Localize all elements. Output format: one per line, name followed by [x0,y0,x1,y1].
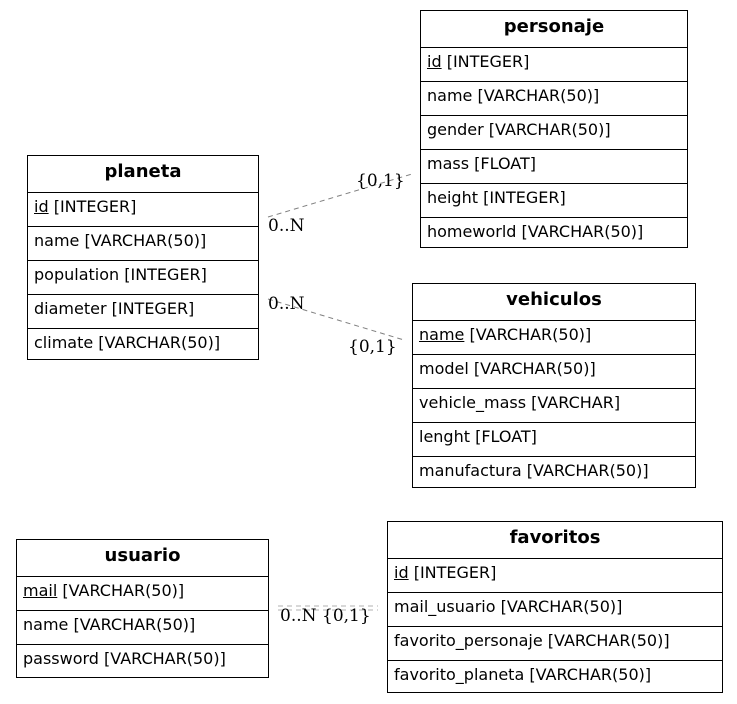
field-type: [VARCHAR(50)] [464,325,592,344]
field-row: lenght [FLOAT] [413,423,695,457]
field-type: [INTEGER] [441,52,530,71]
entity-vehiculos[interactable]: vehiculos name [VARCHAR(50)] model [VARC… [412,283,696,488]
cardinality-label: {0,1} [348,337,397,357]
primary-key: id [427,52,442,71]
field-row: mail [VARCHAR(50)] [17,577,268,611]
field-row: homeworld [VARCHAR(50)] [427,222,644,241]
entity-title: planeta [28,156,258,193]
field-row: id [INTEGER] [28,193,258,227]
field-row: name [VARCHAR(50)] [17,611,268,645]
field-row: vehicle_mass [VARCHAR] [413,389,695,423]
primary-key: name [419,325,465,344]
entity-personaje[interactable]: personaje id [INTEGER] name [VARCHAR(50)… [420,10,688,248]
field-row: id [INTEGER] [421,48,687,82]
field-row: manufactura [VARCHAR(50)] [419,461,649,480]
field-row: name [VARCHAR(50)] [421,82,687,116]
field-type: [INTEGER] [408,563,497,582]
field-row: diameter [INTEGER] [28,295,258,329]
entity-usuario[interactable]: usuario mail [VARCHAR(50)] name [VARCHAR… [16,539,269,678]
primary-key: mail [23,581,58,600]
relation-line-planeta-vehiculos [267,298,405,341]
field-row: model [VARCHAR(50)] [413,355,695,389]
relation-line-planeta-personaje [267,173,413,218]
entity-title: personaje [421,11,687,48]
cardinality-label: 0..N [280,606,317,626]
field-row: gender [VARCHAR(50)] [421,116,687,150]
cardinality-label: {0,1} [356,171,405,191]
entity-favoritos[interactable]: favoritos id [INTEGER] mail_usuario [VAR… [387,521,723,693]
cardinality-label: 0..N [268,216,305,236]
field-row: favorito_planeta [VARCHAR(50)] [394,665,652,684]
field-row: favorito_personaje [VARCHAR(50)] [388,627,722,661]
primary-key: id [394,563,409,582]
cardinality-label: 0..N [268,294,305,314]
field-row: name [VARCHAR(50)] [28,227,258,261]
primary-key: id [34,197,49,216]
entity-title: vehiculos [413,284,695,321]
cardinality-label: {0,1} [322,606,371,626]
entity-planeta[interactable]: planeta id [INTEGER] name [VARCHAR(50)] … [27,155,259,360]
field-row: id [INTEGER] [388,559,722,593]
field-row: population [INTEGER] [28,261,258,295]
entity-title: favoritos [388,522,722,559]
field-row: name [VARCHAR(50)] [413,321,695,355]
entity-title: usuario [17,540,268,577]
field-row: password [VARCHAR(50)] [23,649,226,668]
field-type: [VARCHAR(50)] [57,581,185,600]
field-row: mail_usuario [VARCHAR(50)] [388,593,722,627]
field-row: height [INTEGER] [421,184,687,218]
field-type: [INTEGER] [48,197,137,216]
field-row: climate [VARCHAR(50)] [34,333,221,352]
field-row: mass [FLOAT] [421,150,687,184]
